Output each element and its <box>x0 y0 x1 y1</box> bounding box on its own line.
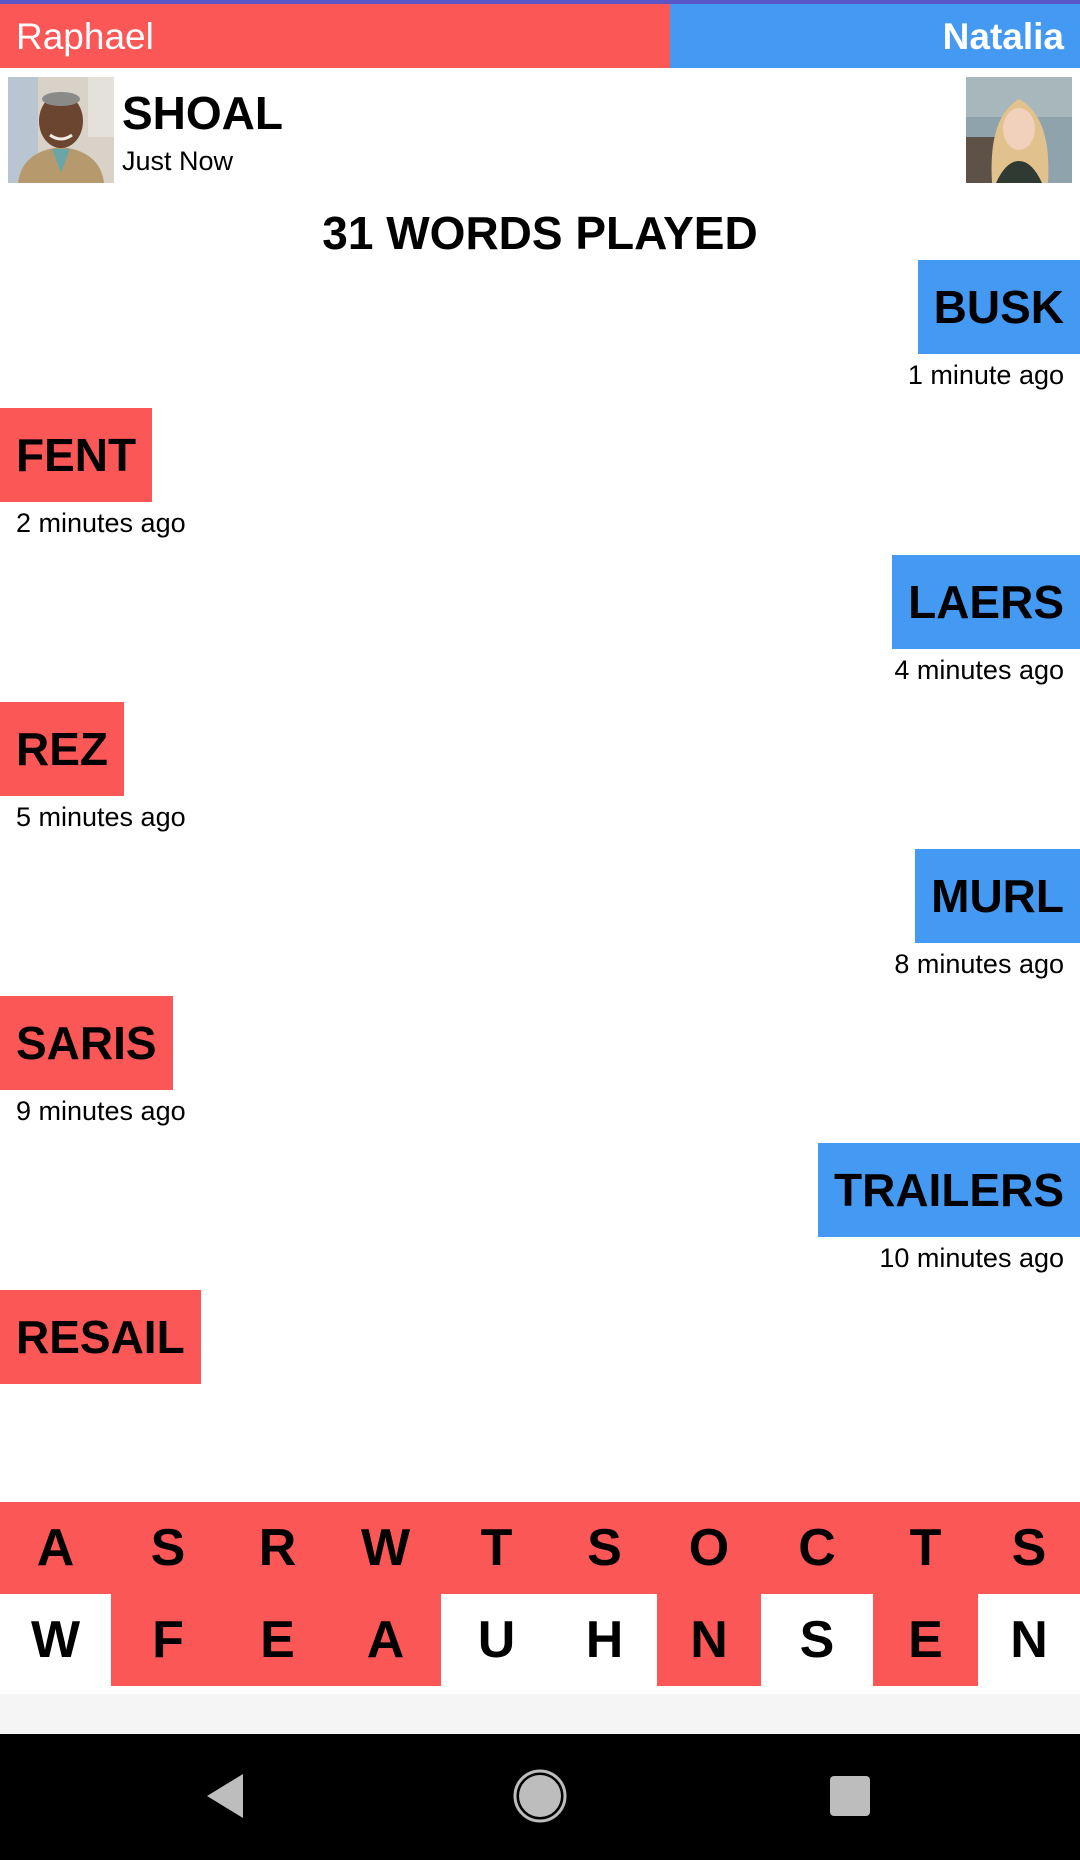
played-word-left: REZ <box>0 702 124 796</box>
last-played-time: Just Now <box>122 146 234 176</box>
letter-board: A S R W T S O C T S W F E A U H N S E N <box>0 1502 1080 1686</box>
letter-board-row: A S R W T S O C T S <box>0 1502 1080 1594</box>
played-word-left: RESAIL <box>0 1290 201 1384</box>
played-word-time: 1 minute ago <box>907 360 1064 390</box>
avatar-photo-icon <box>966 77 1072 183</box>
played-word-time: 8 minutes ago <box>894 949 1064 979</box>
played-word-time: 9 minutes ago <box>16 1096 186 1126</box>
played-word-left: FENT <box>0 408 153 502</box>
player-right-name: Natalia <box>942 16 1064 57</box>
played-word-right: MURL <box>915 849 1080 943</box>
home-button[interactable] <box>508 1764 572 1828</box>
played-word-time: 2 minutes ago <box>16 508 186 538</box>
played-word-left: SARIS <box>0 996 173 1090</box>
letter-tile[interactable]: S <box>111 1502 225 1594</box>
letter-tile[interactable]: S <box>978 1502 1080 1594</box>
letter-tile[interactable]: S <box>552 1502 657 1594</box>
system-navigation-bar <box>0 1734 1080 1860</box>
letter-tile[interactable]: S <box>761 1594 873 1686</box>
back-button[interactable] <box>193 1764 257 1828</box>
letter-tile[interactable]: E <box>225 1594 330 1686</box>
score-bar-right: Natalia <box>670 4 1080 68</box>
last-played-word: SHOAL <box>122 87 283 139</box>
letter-tile[interactable]: W <box>0 1594 111 1686</box>
letter-tile[interactable]: O <box>657 1502 761 1594</box>
letter-tile[interactable]: R <box>225 1502 330 1594</box>
recents-button[interactable] <box>818 1764 882 1828</box>
letter-tile[interactable]: F <box>111 1594 225 1686</box>
letter-tile[interactable]: A <box>330 1594 441 1686</box>
played-word-right: LAERS <box>892 555 1080 649</box>
letter-tile[interactable]: N <box>978 1594 1080 1686</box>
score-bar-left: Raphael <box>0 4 670 68</box>
played-word-time: 5 minutes ago <box>16 802 186 832</box>
bottom-strip <box>0 1694 1080 1734</box>
played-word-time: 4 minutes ago <box>894 655 1064 685</box>
letter-tile[interactable]: T <box>441 1502 552 1594</box>
player-left-avatar[interactable] <box>8 77 114 183</box>
letter-tile[interactable]: N <box>657 1594 761 1686</box>
back-triangle-icon <box>207 1774 243 1818</box>
avatar-photo-icon <box>8 77 114 183</box>
letter-tile[interactable]: E <box>873 1594 978 1686</box>
played-word-right: BUSK <box>917 260 1080 354</box>
played-word-right: TRAILERS <box>818 1143 1080 1237</box>
status-accent-line <box>0 0 1080 4</box>
player-left-name: Raphael <box>16 16 154 57</box>
played-word-time: 10 minutes ago <box>879 1243 1064 1273</box>
letter-tile[interactable]: A <box>0 1502 111 1594</box>
player-right-avatar[interactable] <box>966 77 1072 183</box>
words-played-count: 31 WORDS PLAYED <box>322 207 758 259</box>
letter-board-row: W F E A U H N S E N <box>0 1594 1080 1686</box>
letter-tile[interactable]: C <box>761 1502 873 1594</box>
letter-tile[interactable]: W <box>330 1502 441 1594</box>
letter-tile[interactable]: U <box>441 1594 552 1686</box>
score-bar: Raphael Natalia <box>0 4 1080 68</box>
letter-tile[interactable]: T <box>873 1502 978 1594</box>
home-circle-icon <box>513 1769 567 1823</box>
recents-square-icon <box>830 1776 870 1816</box>
letter-tile[interactable]: H <box>552 1594 657 1686</box>
